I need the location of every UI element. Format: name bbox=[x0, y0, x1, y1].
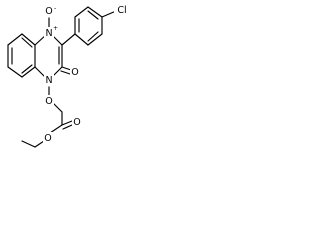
ester-oxygen-label: O bbox=[44, 133, 51, 144]
n-oxide-oxygen-label: O bbox=[45, 6, 52, 17]
chlorine-label: Cl bbox=[117, 5, 126, 16]
carbonyl-oxygen-label: O bbox=[71, 67, 78, 78]
ester-carbonyl-oxygen-label: O bbox=[73, 117, 80, 128]
structure-diagram: O - N + N O O O O Cl bbox=[0, 0, 146, 165]
carbonyl-bond bbox=[60, 66, 72, 75]
n-o-oxygen-label: O bbox=[45, 96, 52, 107]
n-oxide-nitrogen-label: N bbox=[45, 28, 52, 39]
oxyacetate-chain bbox=[21, 86, 73, 148]
atom-labels: O - N + N O O O O Cl bbox=[43, 4, 130, 144]
pyrazinone-ring bbox=[34, 33, 63, 78]
n-oxide-plus-label: + bbox=[53, 25, 58, 32]
benzo-ring bbox=[7, 33, 36, 78]
molecule-structure: O - N + N O O O O Cl bbox=[7, 4, 130, 148]
n-oxide-minus-label: - bbox=[54, 5, 56, 12]
chlorophenyl-ring bbox=[61, 6, 117, 46]
ring-nitrogen-label: N bbox=[45, 75, 52, 86]
